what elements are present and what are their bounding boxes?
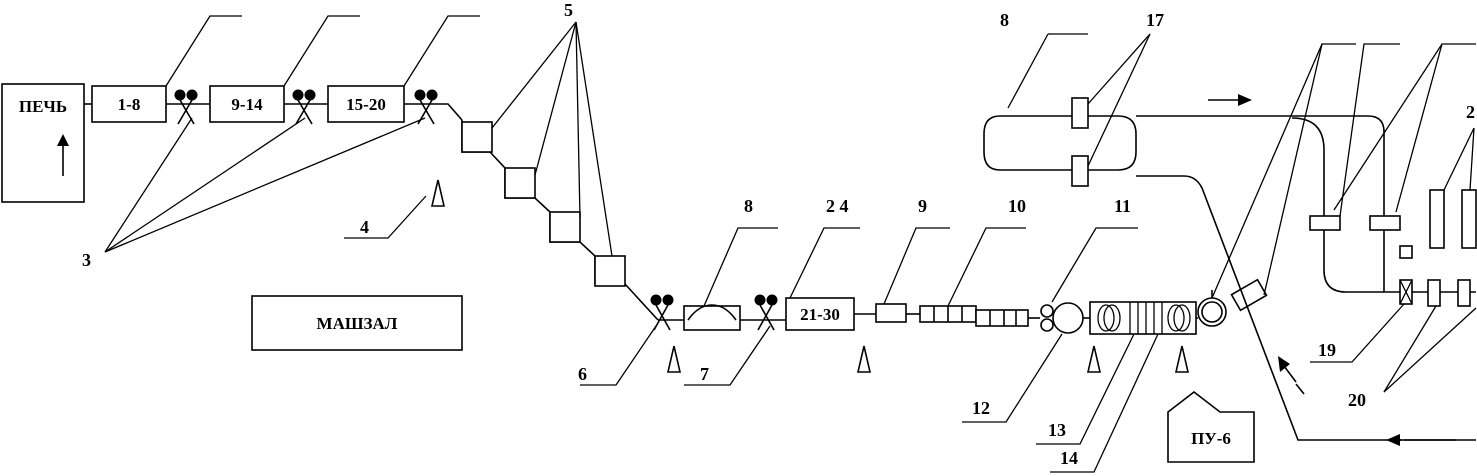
stand-group-9-14 [209, 85, 285, 123]
marker-triangle [430, 179, 446, 207]
stand-vertical [1461, 189, 1477, 249]
shears-icon [174, 89, 198, 125]
marker-triangle [1086, 345, 1102, 373]
callout-19: 19 [1318, 340, 1336, 360]
unit-small [1309, 215, 1341, 231]
arrow-right-icon [1238, 94, 1252, 106]
furnace-block: ПЕЧЬ [1, 83, 85, 203]
marker-triangle [1174, 345, 1190, 373]
machine-hall-block [251, 295, 463, 351]
shears-icon [414, 89, 438, 125]
marker-triangle [666, 345, 682, 373]
marker-triangle [856, 345, 872, 373]
looper-box [461, 121, 493, 153]
callout-8-upper: 8 [1000, 10, 1009, 30]
water-box [683, 305, 741, 331]
control-post-block [1167, 390, 1255, 463]
callout-11: 11 [1114, 196, 1131, 216]
callout-10: 10 [1008, 196, 1026, 216]
unit-small [1369, 215, 1401, 231]
furnace-label: ПЕЧЬ [19, 97, 67, 116]
control-post-label: ПУ-6 [1191, 429, 1231, 448]
callout-8-lower: 8 [744, 196, 753, 216]
stand-group-1-8-label: 1-8 [118, 95, 141, 114]
stand-group-21-30 [785, 297, 855, 331]
callout-9: 9 [918, 196, 927, 216]
stand-vertical [1429, 189, 1445, 249]
callout-14: 14 [1060, 448, 1078, 468]
looper-box [594, 255, 626, 287]
arrow-up-left-icon [1278, 356, 1290, 372]
cooling-section [975, 309, 1029, 327]
unit-small [1399, 245, 1413, 259]
conveyor-loop [983, 115, 1137, 171]
callout-6: 6 [578, 364, 587, 384]
shears-icon [754, 294, 778, 331]
machine-hall-label: МАШЗАЛ [317, 314, 398, 333]
stand-group-1-8 [91, 85, 167, 123]
callout-13: 13 [1048, 420, 1066, 440]
furnace-arrow-icon [57, 134, 69, 146]
callout-20: 20 [1348, 390, 1366, 410]
callout-12: 12 [972, 398, 990, 418]
stand-group-15-20-label: 15-20 [346, 95, 386, 114]
callout-5: 5 [564, 0, 573, 20]
callout-24: 2 4 [826, 196, 849, 216]
callout-4: 4 [360, 217, 369, 237]
unit-18 [1230, 278, 1268, 312]
stand-group-21-30-label: 21-30 [800, 305, 840, 324]
unit-17 [1071, 155, 1089, 187]
callout-2: 2 [1466, 102, 1475, 122]
unit-9 [875, 303, 907, 323]
unit-20 [1427, 279, 1441, 307]
unit-20 [1457, 279, 1471, 307]
arrow-left-icon [1386, 434, 1400, 446]
callout-7: 7 [700, 364, 709, 384]
callout-3: 3 [82, 250, 91, 270]
unit-17 [1071, 97, 1089, 129]
shears-icon [650, 294, 674, 331]
looper-box [549, 211, 581, 243]
stand-group-9-14-label: 9-14 [231, 95, 263, 114]
callout-17: 17 [1146, 10, 1164, 30]
shears-icon [292, 89, 316, 125]
looper-box [504, 167, 536, 199]
